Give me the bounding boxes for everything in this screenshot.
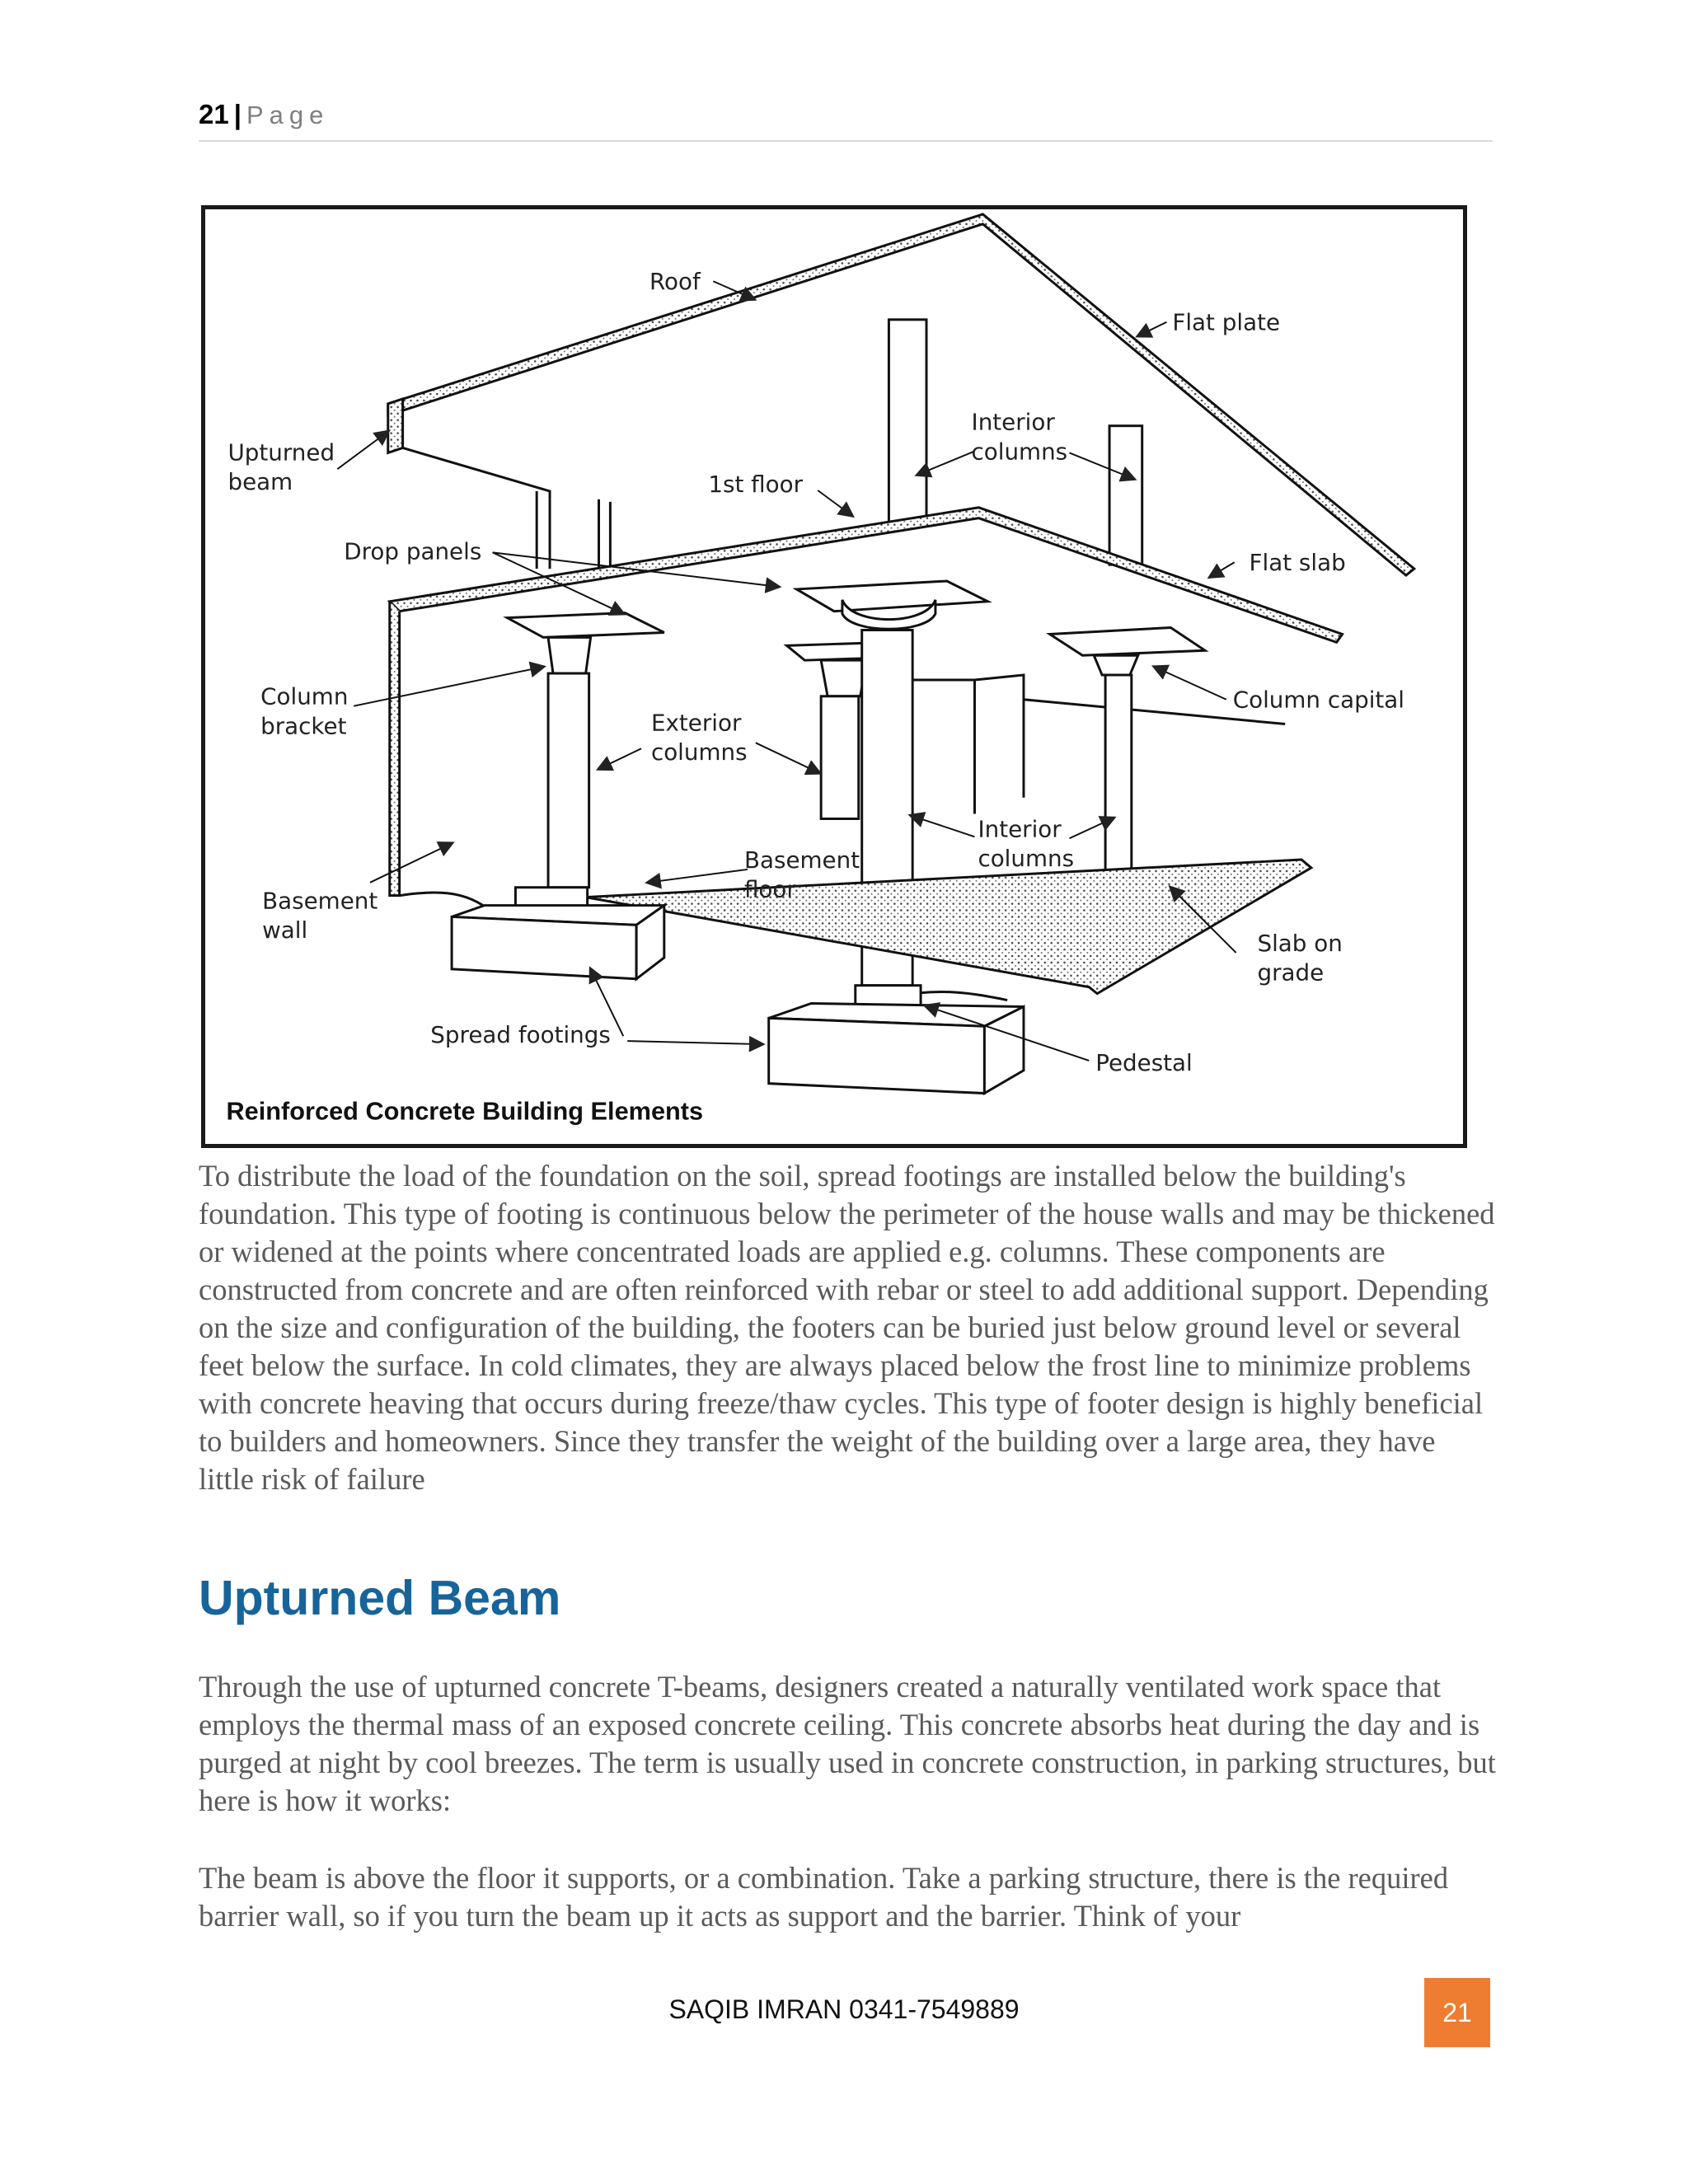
label-slab-on-grade-1: Slab on	[1257, 930, 1342, 957]
label-exterior-columns-1: Exterior	[651, 709, 742, 736]
label-interior-columns-bottom-2: columns	[978, 845, 1074, 872]
roof-interior-column-2	[1108, 424, 1144, 566]
label-interior-columns-top-1: Interior	[972, 409, 1056, 436]
section-heading: Upturned Beam	[199, 1571, 561, 1625]
paragraph-upturned-beam-1: Through the use of upturned concrete T-b…	[199, 1670, 1496, 1817]
label-interior-columns-bottom-1: Interior	[978, 815, 1062, 842]
paragraph-spread-footings: To distribute the load of the foundation…	[199, 1159, 1495, 1496]
footing-left	[450, 915, 638, 981]
footer-page-badge: 21	[1424, 1978, 1490, 2047]
label-column-bracket-2: bracket	[260, 712, 346, 739]
slab-on-grade	[585, 858, 1314, 996]
footer-author: SAQIB IMRAN 0341-7549889	[668, 1994, 1020, 2024]
label-slab-on-grade-2: grade	[1257, 959, 1324, 987]
label-pedestal: Pedestal	[1095, 1049, 1193, 1076]
pedestal-left	[513, 886, 589, 909]
drop-panel-1	[503, 612, 665, 639]
figure-caption: Reinforced Concrete Building Elements	[227, 1096, 704, 1125]
exterior-column-back	[819, 695, 860, 820]
building-elements-figure: Roof Flat plate Upturned beam Interior c…	[201, 205, 1467, 1148]
label-first-floor: 1st floor	[708, 471, 803, 498]
label-basement-wall-1: Basement	[262, 888, 377, 915]
building-diagram: Roof Flat plate Upturned beam Interior c…	[227, 213, 1417, 1125]
footing-right	[767, 1016, 986, 1095]
basement-wall	[388, 601, 401, 898]
roof-interior-column-1	[887, 318, 928, 526]
label-roof: Roof	[649, 268, 701, 295]
header-page-word: Page	[246, 101, 330, 129]
label-column-bracket-1: Column	[260, 683, 348, 710]
first-floor-slab	[387, 506, 1344, 644]
label-basement-floor-2: floor	[744, 876, 796, 903]
label-column-capital: Column capital	[1233, 687, 1404, 714]
exterior-column-left	[546, 672, 591, 889]
label-drop-panels: Drop panels	[344, 537, 481, 565]
drop-panel-2	[792, 579, 992, 613]
header-page-number: 21	[199, 99, 229, 129]
paragraph-upturned-beam-2: The beam is above the floor it supports,…	[199, 1861, 1449, 1933]
drop-panel-3	[1046, 626, 1209, 657]
label-basement-floor-1: Basement	[744, 846, 860, 874]
label-upturned-beam-2: beam	[227, 468, 293, 495]
upturned-beam-block	[387, 396, 405, 455]
label-flat-slab: Flat slab	[1250, 549, 1346, 576]
header-separator: |	[233, 99, 241, 129]
label-basement-wall-2: wall	[262, 916, 307, 944]
label-flat-plate: Flat plate	[1172, 309, 1280, 336]
label-exterior-columns-2: columns	[651, 738, 748, 766]
interior-column-right	[1104, 673, 1133, 881]
page-header: 21|Page	[199, 99, 1493, 142]
label-interior-columns-top-2: columns	[972, 438, 1068, 465]
label-spread-footings: Spread footings	[430, 1021, 611, 1048]
label-upturned-beam-1: Upturned	[227, 438, 335, 466]
